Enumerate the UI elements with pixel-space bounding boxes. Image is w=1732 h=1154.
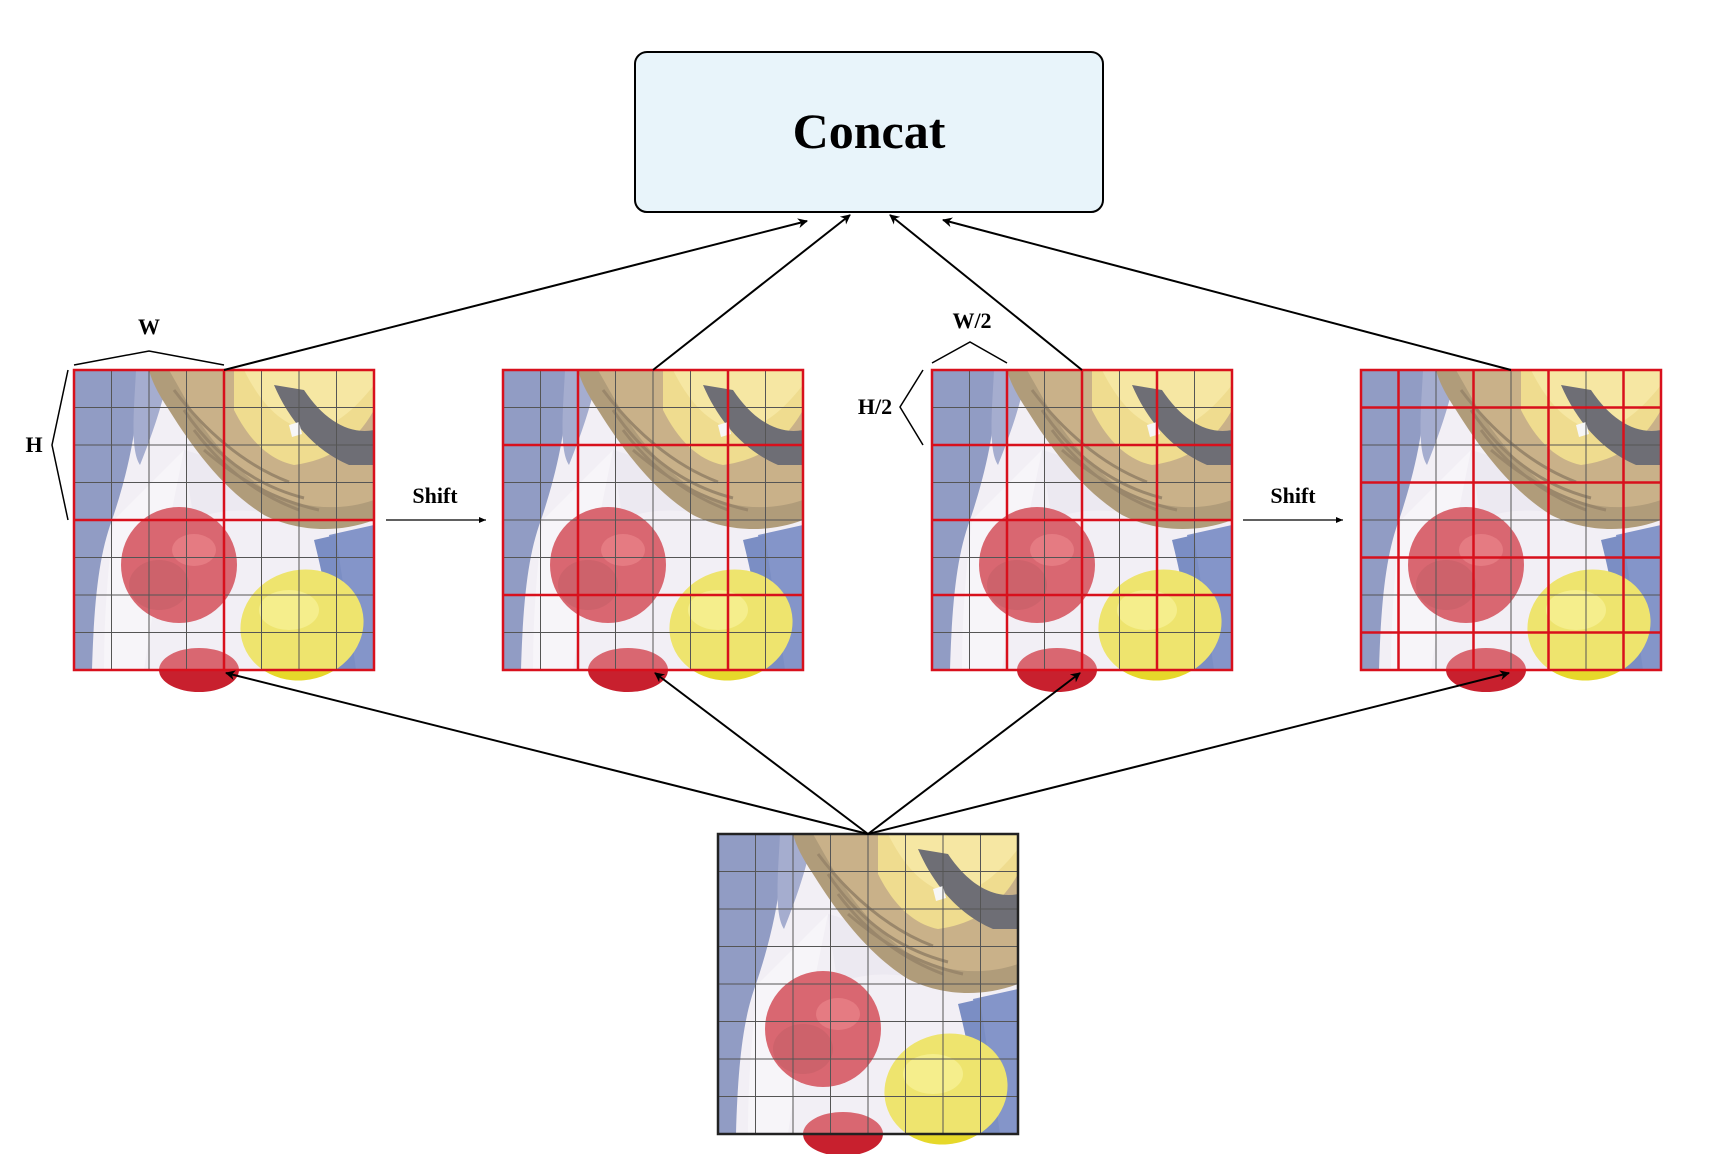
window-panel-1 xyxy=(72,368,378,696)
arrow-input-to-panel2 xyxy=(654,672,869,835)
arrows-to-concat xyxy=(223,214,1512,371)
concat-label: Concat xyxy=(793,103,946,159)
h-half-label: H/2 xyxy=(858,394,892,419)
arrows-from-input xyxy=(225,670,1510,835)
arrow-input-to-panel1 xyxy=(225,670,869,835)
arrow-panel1-to-concat xyxy=(223,218,808,371)
shift-arrow-2: Shift xyxy=(1243,483,1343,523)
arrow-input-to-panel3 xyxy=(867,672,1081,835)
arrow-input-to-panel4 xyxy=(867,670,1510,835)
shift-label-1: Shift xyxy=(412,483,458,508)
window-panel-3 xyxy=(930,368,1236,696)
arrow-panel4-to-concat xyxy=(942,217,1512,371)
w-brace: W xyxy=(73,314,225,366)
window-panel-2-shifted xyxy=(501,368,807,696)
concat-box: Concat xyxy=(634,51,1104,213)
shift-label-2: Shift xyxy=(1270,483,1316,508)
shift-arrow-1: Shift xyxy=(386,483,486,523)
h-label: H xyxy=(25,432,42,457)
w-label: W xyxy=(138,314,160,339)
window-panel-4-shifted xyxy=(1359,368,1665,696)
h-half-brace: H/2 xyxy=(858,369,924,446)
arrow-panel3-to-concat xyxy=(889,214,1083,371)
h-brace: H xyxy=(25,369,69,521)
input-panel xyxy=(716,832,1022,1154)
w-half-label: W/2 xyxy=(952,308,991,333)
arrow-panel2-to-concat xyxy=(652,214,851,371)
w-half-brace: W/2 xyxy=(931,308,1008,364)
